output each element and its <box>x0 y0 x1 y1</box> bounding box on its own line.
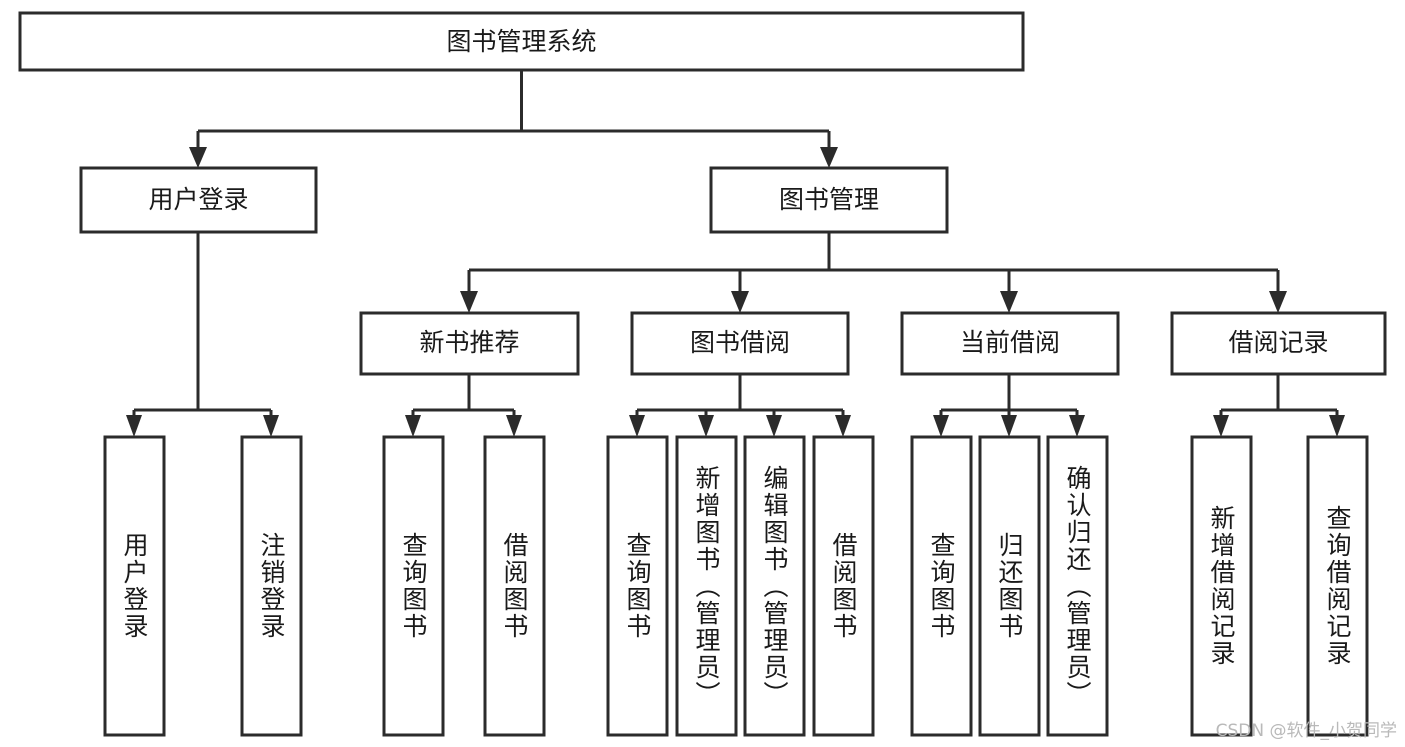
node-borrow-record-label: 借阅记录 <box>1228 328 1328 357</box>
leaf-rect-nbr-query-book[interactable] <box>382 435 445 737</box>
leaf-rect-cb-return-book[interactable] <box>978 435 1041 737</box>
arrow-head-bb-leaf-3 <box>766 415 782 437</box>
arrow-head-nbr-leaf-1 <box>405 415 421 437</box>
node-user-login-rect[interactable] <box>79 166 318 234</box>
leaf-rect-bb-edit-book[interactable] <box>743 435 806 737</box>
arrow-head-bb-leaf-2 <box>698 415 714 437</box>
leaf-label-bb-query-book: 查询图书 <box>623 532 652 640</box>
arrow-head-book-mgmt <box>820 147 838 168</box>
arrow-head-leaf-logout <box>263 415 279 437</box>
node-book-management-rect[interactable] <box>709 166 949 234</box>
node-root-rect[interactable] <box>18 11 1025 72</box>
node-book-borrow-label: 图书借阅 <box>690 328 790 357</box>
node-borrow-record[interactable]: 借阅记录 <box>1170 311 1387 376</box>
node-root-label: 图书管理系统 <box>446 27 596 56</box>
arrow-head-current-borrow <box>1000 291 1018 313</box>
node-current-borrow[interactable]: 当前借阅 <box>900 311 1120 376</box>
leaf-rect-bb-query-book[interactable] <box>606 435 669 737</box>
arrow-head-cb-leaf-2 <box>1001 415 1017 437</box>
arrow-head-bb-leaf-1 <box>629 415 645 437</box>
node-user-login-label: 用户登录 <box>148 185 248 214</box>
node-current-borrow-label: 当前借阅 <box>960 328 1060 357</box>
node-book-management-label: 图书管理 <box>779 185 879 214</box>
leaf-rect-cb-confirm-return[interactable] <box>1046 435 1109 737</box>
node-book-management[interactable]: 图书管理 <box>709 166 949 234</box>
leaf-label-user-login-logout: 注销登录 <box>257 532 286 640</box>
leaf-label-nbr-borrow-book: 借阅图书 <box>500 532 529 640</box>
leaf-rect-br-query-record[interactable] <box>1306 435 1369 737</box>
node-new-book-recommend-label: 新书推荐 <box>419 328 519 357</box>
node-new-book-recommend[interactable]: 新书推荐 <box>359 311 580 376</box>
node-user-login[interactable]: 用户登录 <box>79 166 318 234</box>
leaf-label-user-login-login: 用户登录 <box>120 532 149 640</box>
edges-group <box>126 70 1345 437</box>
arrow-head-nbr-leaf-2 <box>506 415 522 437</box>
leaf-label-cb-return-book: 归还图书 <box>995 532 1024 640</box>
node-book-borrow[interactable]: 图书借阅 <box>630 311 850 376</box>
leaf-label-bb-edit-book: 编辑图书（管理员） <box>760 464 789 708</box>
nodes-group: 图书管理系统 用户登录 图书管理 新书推荐 图书借阅 当前 <box>18 11 1387 737</box>
arrow-head-br-leaf-2 <box>1329 415 1345 437</box>
node-borrow-record-rect[interactable] <box>1170 311 1387 376</box>
leaf-label-bb-borrow-book: 借阅图书 <box>829 532 858 640</box>
leaf-label-nbr-query-book: 查询图书 <box>399 532 428 640</box>
node-root[interactable]: 图书管理系统 <box>18 11 1025 72</box>
leaf-rect-cb-query-book[interactable] <box>910 435 973 737</box>
leaf-rect-user-login-login[interactable] <box>103 435 166 737</box>
arrow-head-borrow-record <box>1269 291 1287 313</box>
arrow-head-bb-leaf-4 <box>835 415 851 437</box>
leaf-rect-br-add-record[interactable] <box>1190 435 1253 737</box>
leaf-label-br-query-record: 查询借阅记录 <box>1323 505 1352 667</box>
leaf-label-br-add-record: 新增借阅记录 <box>1207 505 1236 667</box>
arrow-head-book-borrow <box>731 291 749 313</box>
node-new-book-recommend-rect[interactable] <box>359 311 580 376</box>
leaf-rect-bb-add-book[interactable] <box>675 435 738 737</box>
leaf-rect-user-login-logout[interactable] <box>240 435 303 737</box>
leaf-label-cb-query-book: 查询图书 <box>927 532 956 640</box>
arrow-head-br-leaf-1 <box>1213 415 1229 437</box>
arrow-head-cb-leaf-3 <box>1069 415 1085 437</box>
arrow-head-leaf-user-login <box>126 415 142 437</box>
arrow-head-new-book-recommend <box>460 291 478 313</box>
watermark-text: CSDN @软件_小贺同学 <box>1215 721 1397 741</box>
leaf-rect-nbr-borrow-book[interactable] <box>483 435 546 737</box>
leaf-label-bb-add-book: 新增图书（管理员） <box>692 464 721 708</box>
node-current-borrow-rect[interactable] <box>900 311 1120 376</box>
node-book-borrow-rect[interactable] <box>630 311 850 376</box>
leaf-rect-bb-borrow-book[interactable] <box>812 435 875 737</box>
arrow-head-cb-leaf-1 <box>933 415 949 437</box>
arrow-head-user-login <box>189 147 207 168</box>
leaf-label-cb-confirm-return: 确认归还（管理员） <box>1063 464 1092 708</box>
